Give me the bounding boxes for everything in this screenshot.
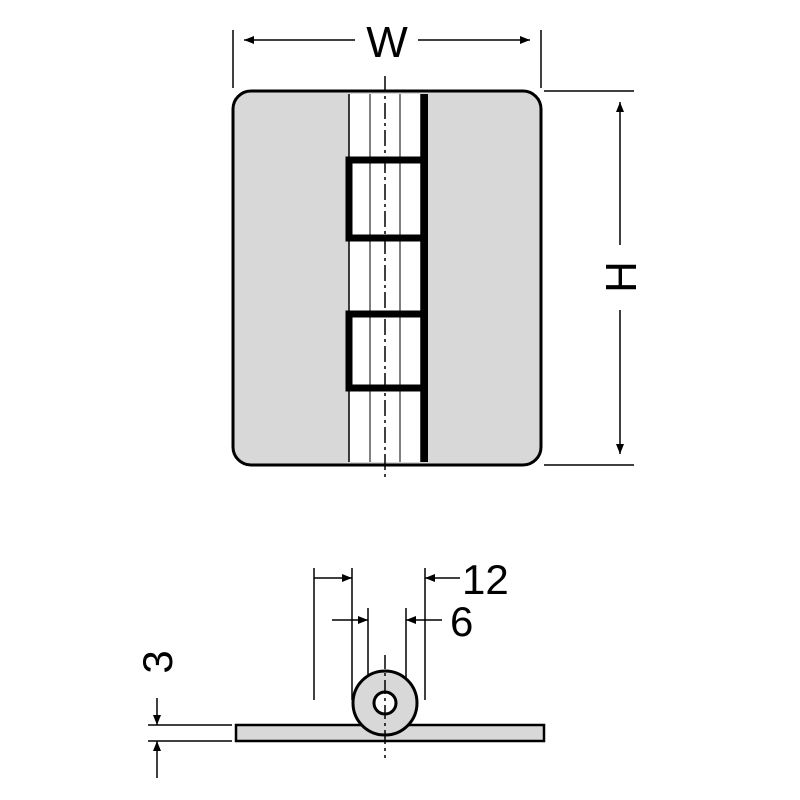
barrel-outer-label: 12 xyxy=(462,556,509,603)
barrel-inner-dimension: 6 xyxy=(332,598,473,645)
hinge-side-view xyxy=(234,568,546,758)
width-label: W xyxy=(366,18,408,67)
hinge-top-view xyxy=(231,76,543,480)
hinge-joint-bar xyxy=(421,94,428,462)
thickness-label: 3 xyxy=(134,650,181,673)
height-label: H xyxy=(597,261,646,293)
thickness-dimension: 3 xyxy=(134,650,232,778)
width-dimension: W xyxy=(232,18,542,88)
height-dimension: H xyxy=(544,90,646,466)
barrel-outer-dimension: 12 xyxy=(314,556,509,603)
barrel-inner-label: 6 xyxy=(450,598,473,645)
